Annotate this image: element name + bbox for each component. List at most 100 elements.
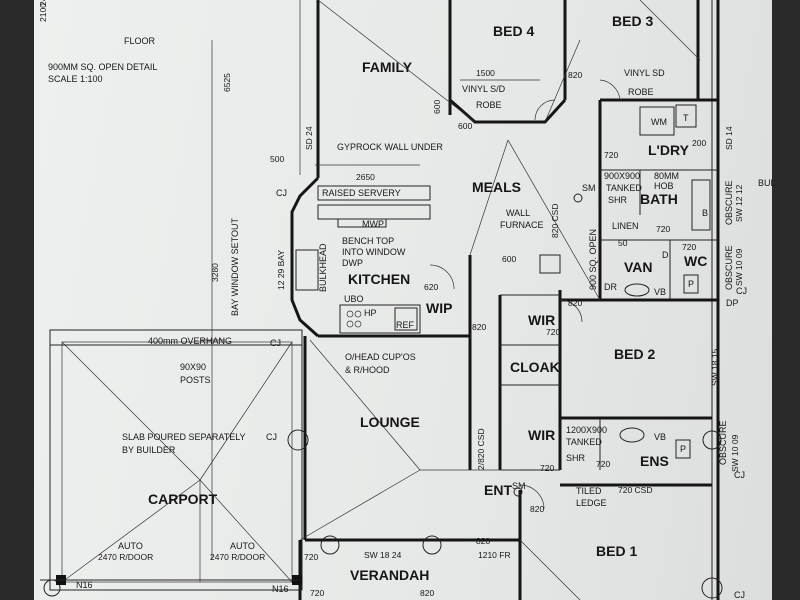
note-n16-2: N16 [272, 584, 289, 594]
room-kitchen: KITCHEN [348, 271, 410, 287]
note-obscure-3: OBSCURE [718, 420, 728, 465]
dim-2100: 2100 [38, 3, 48, 22]
note-ens-shr-1: 1200X900 [566, 425, 607, 435]
room-wc: WC [684, 253, 707, 269]
note-p-ens: P [680, 444, 686, 454]
room-bed2: BED 2 [614, 346, 655, 362]
note-ens-shr-3: SHR [566, 453, 586, 463]
dim-sw1009b: SW 10 09 [730, 434, 740, 472]
note-vinyl-sd-left: VINYL S/D [462, 84, 506, 94]
note-obscure-1: OBSCURE [724, 180, 734, 225]
dim-720c: 720 [682, 242, 696, 252]
note-vb-van: VB [654, 287, 666, 297]
note-p-wc: P [688, 279, 694, 289]
note-ens-shr-2: TANKED [566, 437, 602, 447]
note-into-window: INTO WINDOW [342, 247, 406, 257]
note-cj-4: CJ [734, 470, 745, 480]
room-ldry: L'DRY [648, 142, 690, 158]
note-bul: BUL [758, 178, 776, 188]
note-shr-2: TANKED [606, 183, 642, 193]
post-east-1 [702, 430, 722, 450]
room-wir-upper: WIR [528, 312, 555, 328]
post-verandah-1 [320, 535, 340, 555]
dim-820c: 820 [568, 298, 582, 308]
room-wip: WIP [426, 300, 452, 316]
note-sq-open: 900 SQ. OPEN [588, 229, 598, 290]
dim-820a: 820 [568, 70, 582, 80]
note-n16-1: N16 [76, 580, 93, 590]
dimensions: 2100 24 6525 1500 600 600 820 500 2650 S… [38, 0, 744, 598]
bath-tub [691, 179, 711, 231]
ens-wc-pan [675, 439, 691, 459]
smoke-alarm-2 [513, 487, 523, 497]
note-ubo: UBO [344, 294, 364, 304]
dim-820d: 820 [530, 504, 544, 514]
room-bed3: BED 3 [612, 13, 653, 29]
dim-500: 500 [270, 154, 284, 164]
note-mwp: MWP [362, 219, 384, 229]
note-cj-1: CJ [266, 432, 277, 442]
dim-1229-bay: 12 29 BAY [276, 250, 286, 290]
dim-sw1009a: SW 10 09 [734, 248, 744, 286]
dim-3280: 3280 [210, 263, 220, 282]
note-furnace: FURNACE [500, 220, 544, 230]
walls [290, 0, 720, 600]
carport-inner [61, 341, 293, 583]
laundry-tub [675, 104, 697, 128]
note-floor: FLOOR [124, 36, 156, 46]
room-family: FAMILY [362, 59, 413, 75]
note-dp: DP [726, 298, 739, 308]
room-wir-lower: WIR [528, 427, 555, 443]
room-ent: ENT [484, 482, 512, 498]
note-slab: SLAB POURED SEPARATELY [122, 432, 246, 442]
wall-bay-window [290, 176, 320, 338]
dim-600a: 600 [432, 100, 442, 114]
door-swing-wip [429, 264, 455, 290]
dim-600b: 600 [458, 121, 472, 131]
dim-820b: 820 [472, 322, 486, 332]
note-posts-size: 90X90 [180, 362, 206, 372]
note-hp: HP [364, 308, 377, 318]
note-bench-top: BENCH TOP [342, 236, 394, 246]
note-overhang: 400mm OVERHANG [148, 336, 232, 346]
dim-50: 50 [618, 238, 628, 248]
roof-lines [49, 0, 701, 600]
door-swing-bed2 [559, 299, 583, 323]
note-d: D [662, 250, 669, 260]
note-posts: POSTS [180, 375, 211, 385]
note-cj-5: CJ [734, 590, 745, 600]
door-swing-bed3 [599, 79, 621, 101]
dim-door-2: 2470 R/DOOR [210, 552, 265, 562]
note-bulkhead: BULKHEAD [318, 243, 328, 292]
dim-sw1824: SW 18 24 [364, 550, 402, 560]
note-dr: DR [604, 282, 617, 292]
note-auto-2: AUTO [230, 541, 255, 551]
annotations: FLOOR 900MM SQ. OPEN DETAIL SCALE 1:100 … [48, 36, 776, 600]
note-bay-setout: BAY WINDOW SETOUT [230, 217, 240, 316]
note-ledge: LEDGE [576, 498, 607, 508]
note-sm-1: SM [582, 183, 596, 193]
note-open-detail: 900MM SQ. OPEN DETAIL [48, 62, 157, 72]
room-carport: CARPORT [148, 491, 218, 507]
bench-top [317, 204, 431, 220]
note-wall: WALL [506, 208, 530, 218]
note-hob-1: 80MM [654, 171, 679, 181]
door-swing-bed4 [534, 99, 556, 121]
room-lounge: LOUNGE [360, 414, 420, 430]
dim-620: 620 [424, 282, 438, 292]
dim-720b: 720 [546, 327, 560, 337]
room-van: VAN [624, 259, 653, 275]
dim-200: 200 [692, 138, 706, 148]
dim-6525: 6525 [222, 73, 232, 92]
note-hob-2: HOB [654, 181, 674, 191]
post-east-2 [701, 577, 723, 599]
dim-720f: 720 [304, 552, 318, 562]
note-robe-left: ROBE [476, 100, 502, 110]
dim-820-csd: 820 CSD [550, 204, 560, 239]
kitchen-sink [295, 249, 319, 291]
ens-basin [619, 427, 645, 443]
dim-2-820-csd: 2/820 CSD [476, 428, 486, 470]
note-tiled: TILED [576, 486, 602, 496]
wall-bed4-robe [449, 98, 567, 124]
